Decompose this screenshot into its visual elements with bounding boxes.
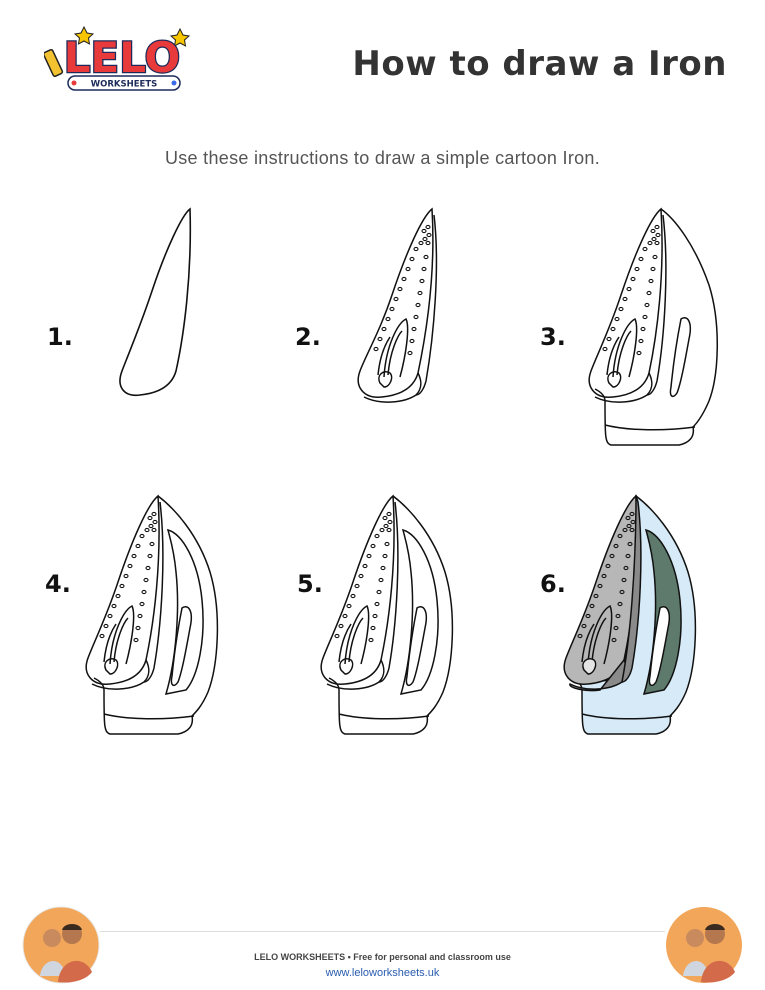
step-1-drawing [110,205,210,409]
step-6-label: 6. [540,570,566,598]
step-5-drawing [317,490,467,744]
step-3-label: 3. [540,323,566,351]
footer-url-link[interactable]: www.leloworksheets.uk [325,967,440,979]
star-icon [169,27,191,47]
step-4-drawing [82,490,232,744]
step-4-label: 4. [45,570,71,598]
footer-divider [100,931,665,932]
author-avatar-left [22,906,100,984]
step-3-drawing [585,205,725,454]
author-avatar-right [665,906,743,984]
step-1-label: 1. [47,323,73,351]
logo-text: LELO [64,33,180,82]
lelo-logo: LELO WORKSHEETS [42,24,196,96]
star-icon [73,25,95,45]
pencil-icon [42,49,64,77]
footer-brand: LELO WORKSHEETS • Free for personal and … [254,952,511,962]
step-6-drawing [560,490,710,744]
logo-subtext: WORKSHEETS [91,80,158,90]
instructions-text: Use these instructions to draw a simple … [164,148,601,168]
step-2-drawing [350,205,450,414]
step-5-label: 5. [297,570,323,598]
step-2-label: 2. [295,323,321,351]
page-title: How to draw a Iron [352,44,727,84]
